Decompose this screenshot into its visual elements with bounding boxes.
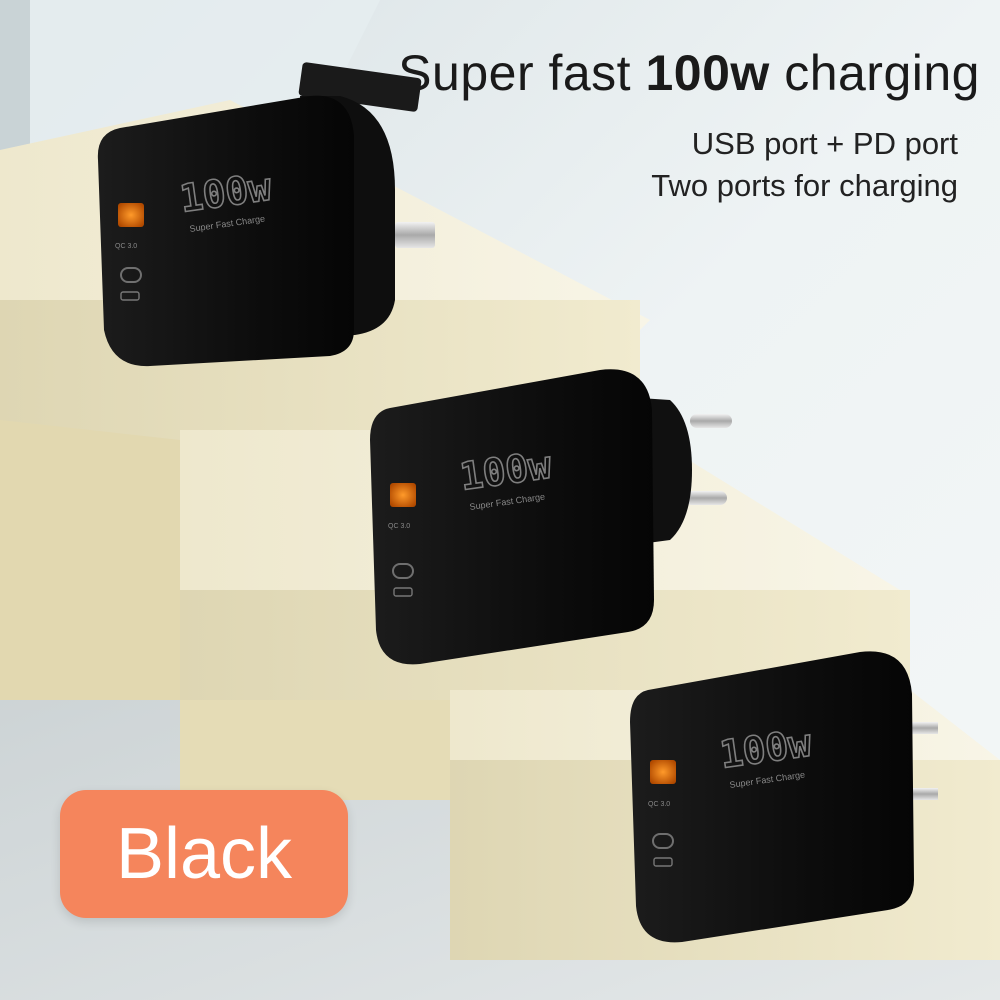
subheadline-ports: USB port + PD port [691,126,958,161]
headline-prefix: Super fast [398,45,646,101]
uk-plug-pin-side [395,222,435,248]
charger-us: 100w Super Fast Charge QC 3.0 [630,651,938,943]
charger-eu: 100w Super Fast Charge QC 3.0 [370,369,732,665]
usb-a-port-1 [118,203,144,227]
step-side-1 [0,300,180,700]
pd-icon-1 [120,291,140,301]
usb-a-port-3 [650,760,676,784]
pd-icon-3 [653,857,673,867]
charger-body-us [630,651,914,943]
color-badge: Black [60,790,348,918]
usb-a-port-2 [390,483,416,507]
charger-body-eu [370,369,654,665]
eu-plug-pin-bottom [685,491,727,505]
charger-body-uk [97,95,354,367]
qc-label-3: QC 3.0 [648,801,670,808]
headline-power: 100w [645,45,770,101]
eu-plug-pin-top [690,414,732,428]
qc-label-2: QC 3.0 [388,523,410,530]
charger-uk: 100w Super Fast Charge QC 3.0 [97,62,435,367]
step-side-2 [180,590,450,800]
qc-label-1: QC 3.0 [115,243,137,250]
headline-suffix: charging [769,45,980,101]
pd-icon-2 [393,587,413,597]
usb-c-port-3 [652,833,674,849]
color-badge-label: Black [115,814,293,894]
usb-c-port-2 [392,563,414,579]
usb-c-port-1 [120,267,142,283]
headline: Super fast 100w charging [340,44,980,102]
subheadline-charging: Two ports for charging [651,168,958,203]
